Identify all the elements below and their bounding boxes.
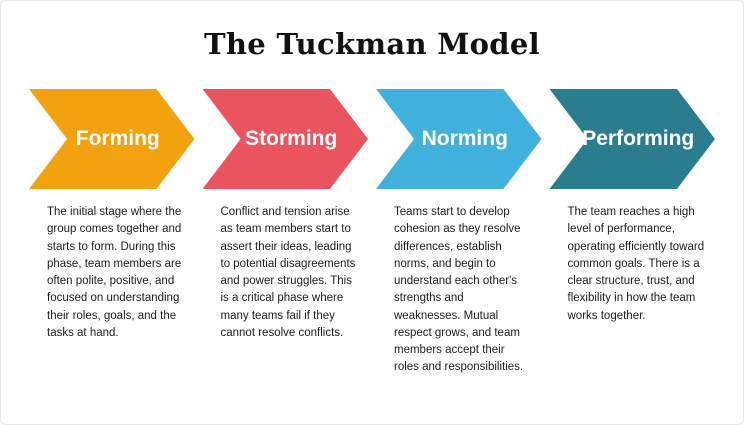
norming-arrow-shape: Norming: [376, 89, 542, 189]
performing-stage-description: The team reaches a high level of perform…: [567, 206, 705, 322]
stage-column-forming: Forming The initial stage where the grou…: [29, 89, 195, 377]
storming-stage-label: Storming: [245, 127, 338, 150]
stage-column-norming: Norming Teams start to develop cohesion …: [376, 89, 542, 377]
storming-stage-description: Conflict and tension arise as team membe…: [220, 206, 356, 339]
page-title: The Tuckman Model: [204, 27, 540, 61]
forming-stage-description: The initial stage where the group comes …: [47, 206, 182, 339]
performing-arrow-shape: Performing: [549, 89, 715, 189]
stages-row: Forming The initial stage where the grou…: [29, 89, 715, 377]
norming-stage-label: Norming: [421, 127, 508, 150]
storming-arrow-shape: Storming: [202, 89, 368, 189]
forming-arrow-shape: Forming: [29, 89, 195, 189]
norming-stage-description: Teams start to develop cohesion as they …: [394, 206, 524, 374]
stage-column-storming: Storming Conflict and tension arise as t…: [202, 89, 368, 377]
forming-stage-label: Forming: [75, 127, 160, 150]
performing-stage-label: Performing: [582, 127, 695, 150]
stage-column-performing: Performing The team reaches a high level…: [549, 89, 715, 377]
